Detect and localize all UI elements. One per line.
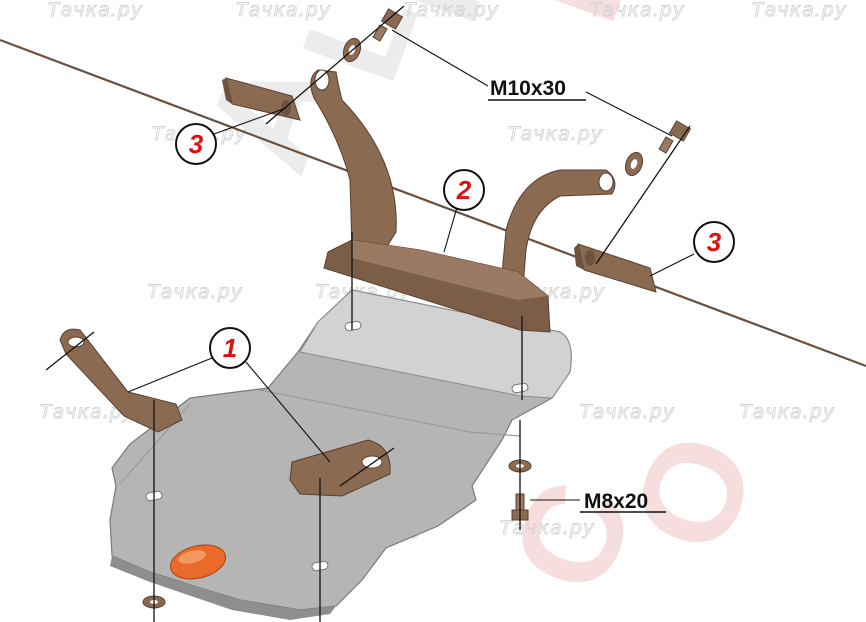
callout-1: 1 bbox=[209, 327, 251, 369]
assembly-axis-lines bbox=[45, 5, 691, 622]
watermark-text: Тачка.ру bbox=[236, 0, 331, 21]
fastener-label-m8: M8x20 bbox=[580, 490, 666, 513]
main-bracket-left-arm bbox=[310, 69, 397, 259]
watermark-text: Тачка.ру bbox=[40, 401, 135, 423]
callout-3-left: 3 bbox=[175, 123, 217, 165]
callout-3-right: 3 bbox=[693, 221, 735, 263]
front-bracket-left bbox=[59, 328, 183, 433]
frame-reference-line bbox=[0, 38, 866, 368]
watermark-text: Тачка.ру bbox=[404, 0, 499, 21]
fastener-label-text: M8x20 bbox=[584, 490, 648, 513]
watermark-text: Тачка.ру bbox=[580, 401, 675, 423]
skid-plate-side-bend bbox=[110, 556, 336, 620]
main-bracket-base-top bbox=[352, 240, 548, 300]
watermark-text: Тачка.ру bbox=[740, 401, 835, 423]
watermark-text: Тачка.ру bbox=[500, 517, 595, 539]
bracket-mount-hole bbox=[361, 455, 383, 469]
bracket-mount-hole bbox=[598, 172, 614, 192]
watermark-text: Тачка.ру bbox=[48, 0, 143, 21]
spacer-bracket-right bbox=[574, 243, 657, 293]
watermark-text: Тачка.ру bbox=[752, 0, 847, 21]
fastener-label-text: M10x30 bbox=[490, 77, 566, 100]
callout-number: 3 bbox=[189, 129, 204, 159]
skid-plate-raised-band bbox=[299, 289, 572, 399]
callout-number: 1 bbox=[223, 333, 237, 363]
drain-plug-highlight bbox=[178, 550, 206, 564]
front-bracket-center bbox=[289, 439, 391, 497]
main-bracket-right-arm bbox=[499, 169, 616, 301]
washer-top-right bbox=[624, 151, 644, 177]
callout-number: 2 bbox=[456, 175, 472, 205]
bracket-mount-hole bbox=[314, 69, 330, 91]
watermark-text: Тачка.ру bbox=[508, 123, 603, 145]
callout-number: 3 bbox=[707, 227, 722, 257]
watermark-text: Тачка.ру bbox=[148, 281, 243, 303]
callout-2: 2 bbox=[443, 169, 485, 211]
mounting-slot bbox=[511, 382, 529, 394]
watermark-text: Тачка.ру bbox=[590, 0, 685, 21]
fastener-label-m10: M10x30 bbox=[488, 77, 586, 101]
leader-lines bbox=[127, 29, 695, 501]
bolt-top-right bbox=[658, 120, 692, 154]
main-bracket bbox=[310, 69, 616, 333]
